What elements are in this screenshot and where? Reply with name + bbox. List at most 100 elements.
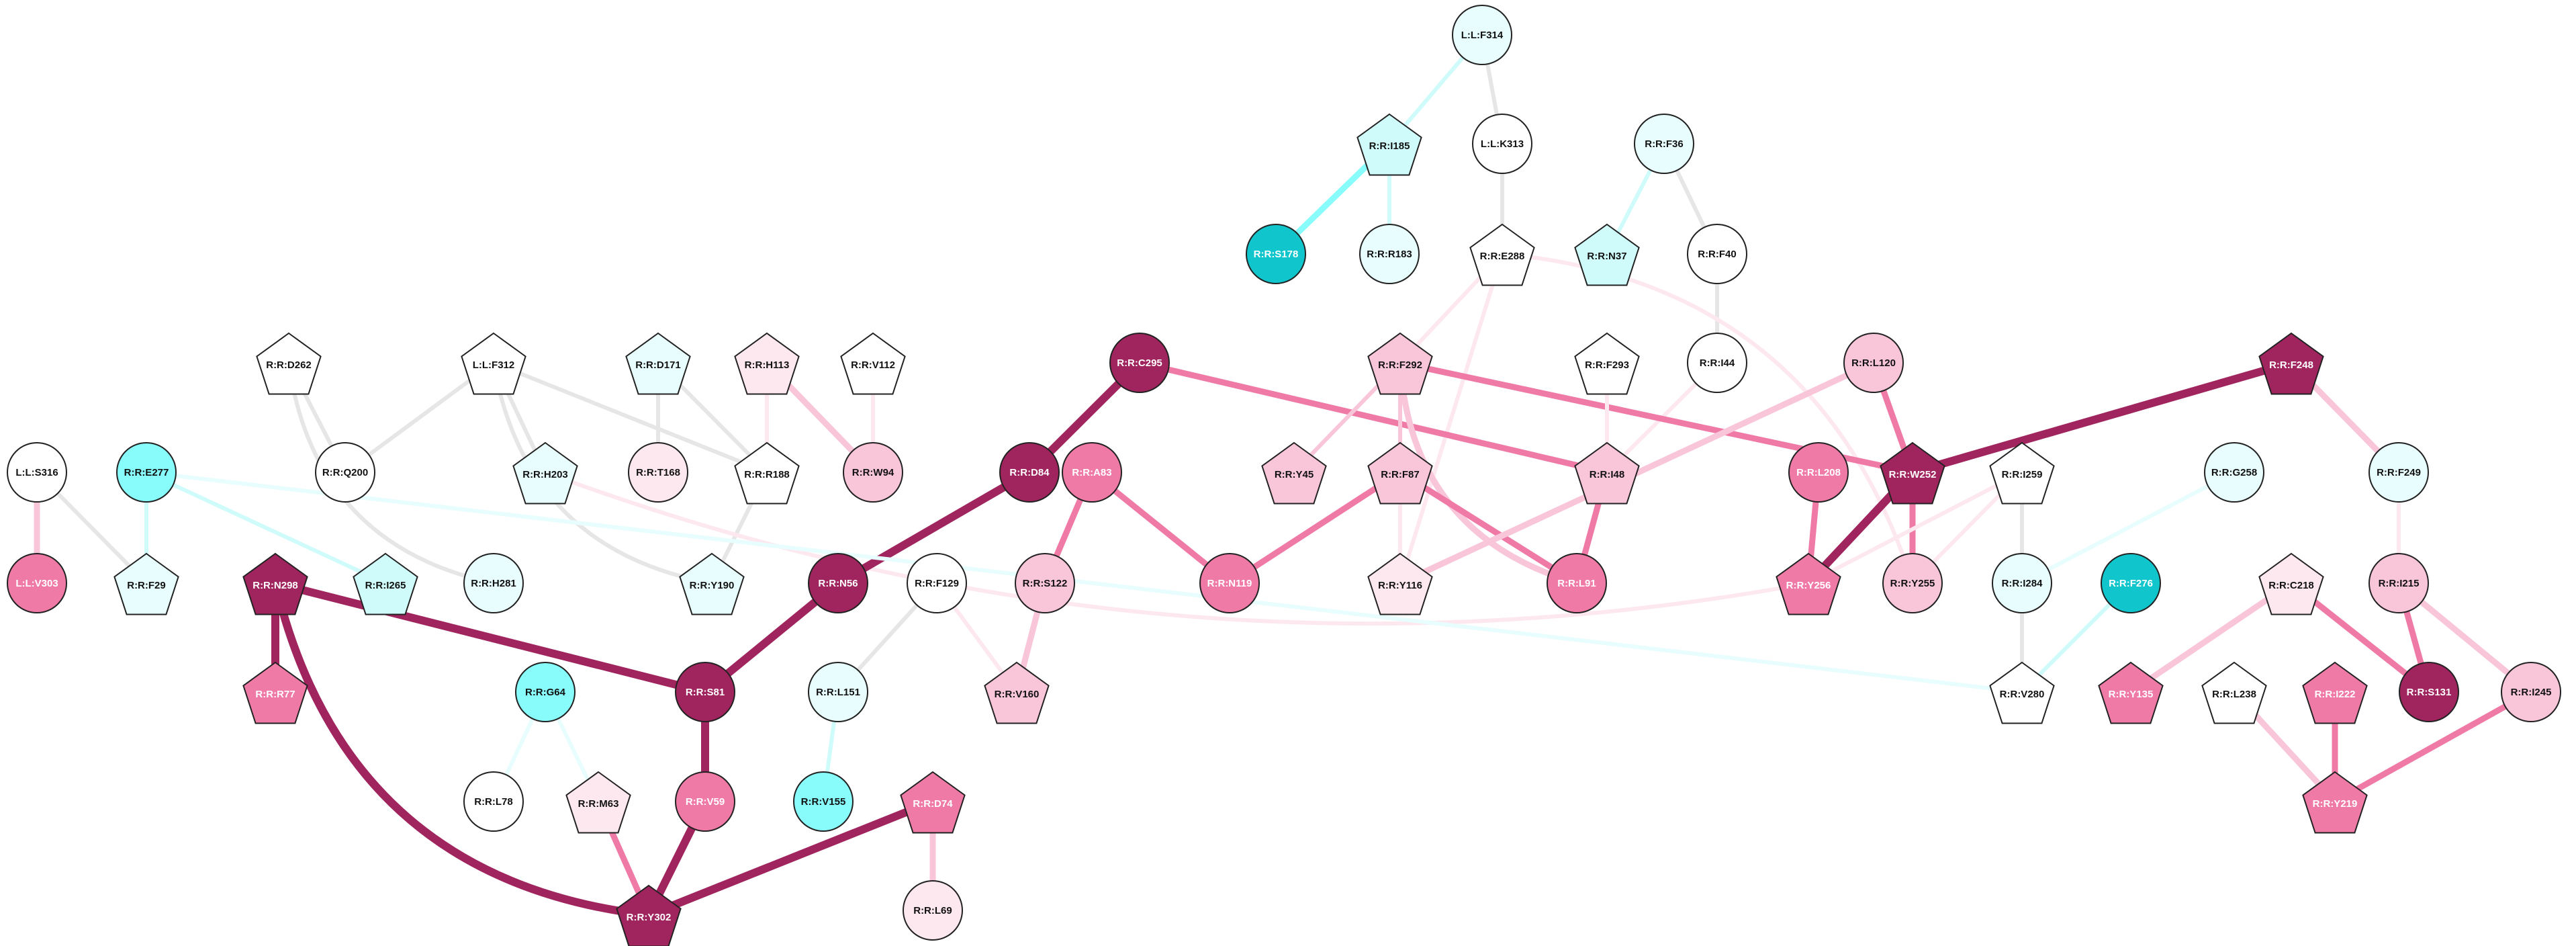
node-r-r-v112[interactable]: R:R:V112: [840, 332, 906, 395]
node-r-r-y190[interactable]: R:R:Y190: [679, 552, 745, 615]
node-r-r-w252[interactable]: R:R:W252: [1880, 441, 1945, 505]
node-r-r-w94[interactable]: R:R:W94: [843, 442, 903, 503]
node-shape-r-r-g258: [2204, 442, 2264, 503]
node-shape-r-r-a83: [1062, 442, 1122, 503]
node-label-r-r-s131: R:R:S131: [2407, 687, 2452, 698]
node-r-r-l151[interactable]: R:R:L151: [808, 662, 868, 722]
node-r-r-f87[interactable]: R:R:F87: [1367, 441, 1433, 505]
node-r-r-i265[interactable]: R:R:I265: [353, 552, 418, 615]
node-r-r-y45[interactable]: R:R:Y45: [1261, 441, 1327, 505]
node-r-r-f129[interactable]: R:R:F129: [907, 553, 967, 613]
node-r-r-l208[interactable]: R:R:L208: [1788, 442, 1849, 503]
node-r-r-h203[interactable]: R:R:H203: [512, 441, 578, 505]
node-r-r-q200[interactable]: R:R:Q200: [315, 442, 375, 503]
node-r-r-d171[interactable]: R:R:D171: [625, 332, 691, 395]
node-r-r-c295[interactable]: R:R:C295: [1109, 333, 1170, 393]
edge-l-l-f312-r-r-q200: [343, 361, 496, 474]
node-shape-r-r-y190: [679, 552, 745, 615]
node-shape-r-r-e277: [116, 442, 177, 503]
node-r-r-i44[interactable]: R:R:I44: [1687, 333, 1747, 393]
node-label-r-r-c295: R:R:C295: [1117, 357, 1162, 369]
node-r-r-g64[interactable]: R:R:G64: [515, 662, 576, 722]
node-r-r-d262[interactable]: R:R:D262: [256, 332, 322, 395]
node-r-r-a83[interactable]: R:R:A83: [1062, 442, 1122, 503]
node-r-r-y302[interactable]: R:R:Y302: [616, 884, 682, 946]
node-r-r-c218[interactable]: R:R:C218: [2258, 552, 2324, 615]
edge-r-r-c218-r-r-y135: [2127, 580, 2295, 695]
node-label-r-r-i265: R:R:I265: [365, 580, 406, 591]
node-r-r-i259[interactable]: R:R:I259: [1989, 441, 2055, 505]
node-r-r-s122[interactable]: R:R:S122: [1015, 553, 1075, 613]
node-r-r-i222[interactable]: R:R:I222: [2302, 661, 2368, 724]
node-r-r-n298[interactable]: R:R:N298: [242, 552, 308, 615]
node-r-r-n119[interactable]: R:R:N119: [1199, 553, 1260, 613]
node-r-r-f276[interactable]: R:R:F276: [2101, 553, 2161, 613]
node-r-r-f293[interactable]: R:R:F293: [1574, 332, 1640, 395]
node-r-r-v155[interactable]: R:R:V155: [793, 771, 854, 832]
node-r-r-m63[interactable]: R:R:M63: [565, 771, 631, 834]
node-label-l-l-f314: L:L:F314: [1461, 30, 1504, 41]
node-r-r-f248[interactable]: R:R:F248: [2258, 332, 2324, 395]
node-label-r-r-e277: R:R:E277: [124, 467, 169, 478]
node-shape-r-r-h203: [512, 441, 578, 505]
node-shape-l-l-v303: [7, 553, 67, 613]
node-l-l-s316[interactable]: L:L:S316: [7, 442, 67, 503]
node-l-l-f314[interactable]: L:L:F314: [1452, 5, 1512, 65]
node-shape-r-r-c218: [2258, 552, 2324, 615]
node-shape-r-r-r77: [242, 661, 308, 724]
node-r-r-r188[interactable]: R:R:R188: [734, 441, 800, 505]
node-r-r-l238[interactable]: R:R:L238: [2201, 661, 2267, 724]
node-label-r-r-i222: R:R:I222: [2315, 689, 2356, 700]
node-shape-r-r-t168: [628, 442, 688, 503]
node-label-r-r-s81: R:R:S81: [686, 687, 725, 698]
node-r-r-g258[interactable]: R:R:G258: [2204, 442, 2264, 503]
node-r-r-i245[interactable]: R:R:I245: [2501, 662, 2561, 722]
node-shape-r-r-r188: [734, 441, 800, 505]
node-r-r-s81[interactable]: R:R:S81: [675, 662, 735, 722]
node-r-r-i215[interactable]: R:R:I215: [2368, 553, 2429, 613]
node-r-r-y135[interactable]: R:R:Y135: [2098, 661, 2164, 724]
node-r-r-d84[interactable]: R:R:D84: [999, 442, 1060, 503]
node-r-r-f40[interactable]: R:R:F40: [1687, 224, 1747, 284]
node-r-r-f36[interactable]: R:R:F36: [1634, 114, 1694, 174]
node-r-r-y255[interactable]: R:R:Y255: [1882, 553, 1943, 613]
node-r-r-n56[interactable]: R:R:N56: [808, 553, 868, 613]
node-r-r-f292[interactable]: R:R:F292: [1367, 332, 1433, 395]
node-r-r-i284[interactable]: R:R:I284: [1992, 553, 2052, 613]
node-r-r-y116[interactable]: R:R:Y116: [1367, 552, 1433, 615]
node-shape-r-r-c295: [1109, 333, 1170, 393]
node-l-l-v303[interactable]: L:L:V303: [7, 553, 67, 613]
node-r-r-e288[interactable]: R:R:E288: [1469, 223, 1535, 286]
node-r-r-i48[interactable]: R:R:I48: [1574, 441, 1640, 505]
node-r-r-l69[interactable]: R:R:L69: [903, 880, 963, 941]
node-r-r-s178[interactable]: R:R:S178: [1246, 224, 1306, 284]
node-r-r-v160[interactable]: R:R:V160: [984, 661, 1050, 724]
node-r-r-v280[interactable]: R:R:V280: [1989, 661, 2055, 724]
node-r-r-l120[interactable]: R:R:L120: [1843, 333, 1904, 393]
node-r-r-n37[interactable]: R:R:N37: [1574, 223, 1640, 286]
node-r-r-l91[interactable]: R:R:L91: [1547, 553, 1607, 613]
node-l-l-f312[interactable]: L:L:F312: [461, 332, 526, 395]
node-r-r-f249[interactable]: R:R:F249: [2368, 442, 2429, 503]
node-shape-r-r-f293: [1574, 332, 1640, 395]
node-r-r-t168[interactable]: R:R:T168: [628, 442, 688, 503]
node-shape-r-r-l120: [1843, 333, 1904, 393]
node-l-l-k313[interactable]: L:L:K313: [1472, 114, 1532, 174]
node-r-r-l78[interactable]: R:R:L78: [463, 771, 524, 832]
node-r-r-r77[interactable]: R:R:R77: [242, 661, 308, 724]
node-r-r-d74[interactable]: R:R:D74: [900, 771, 966, 834]
node-r-r-s131[interactable]: R:R:S131: [2399, 662, 2459, 722]
node-r-r-r183[interactable]: R:R:R183: [1359, 224, 1420, 284]
node-r-r-e277[interactable]: R:R:E277: [116, 442, 177, 503]
node-r-r-y219[interactable]: R:R:Y219: [2302, 771, 2368, 834]
node-r-r-h281[interactable]: R:R:H281: [463, 553, 524, 613]
node-r-r-i185[interactable]: R:R:I185: [1356, 113, 1422, 176]
node-r-r-y256[interactable]: R:R:Y256: [1776, 552, 1841, 615]
node-label-r-r-d74: R:R:D74: [913, 798, 953, 810]
node-label-r-r-g258: R:R:G258: [2211, 467, 2257, 478]
node-r-r-v59[interactable]: R:R:V59: [675, 771, 735, 832]
node-r-r-h113[interactable]: R:R:H113: [734, 332, 800, 395]
edge-r-r-g258-r-r-i284: [2020, 470, 2236, 585]
node-r-r-f29[interactable]: R:R:F29: [113, 552, 179, 615]
node-shape-r-r-y219: [2302, 771, 2368, 834]
